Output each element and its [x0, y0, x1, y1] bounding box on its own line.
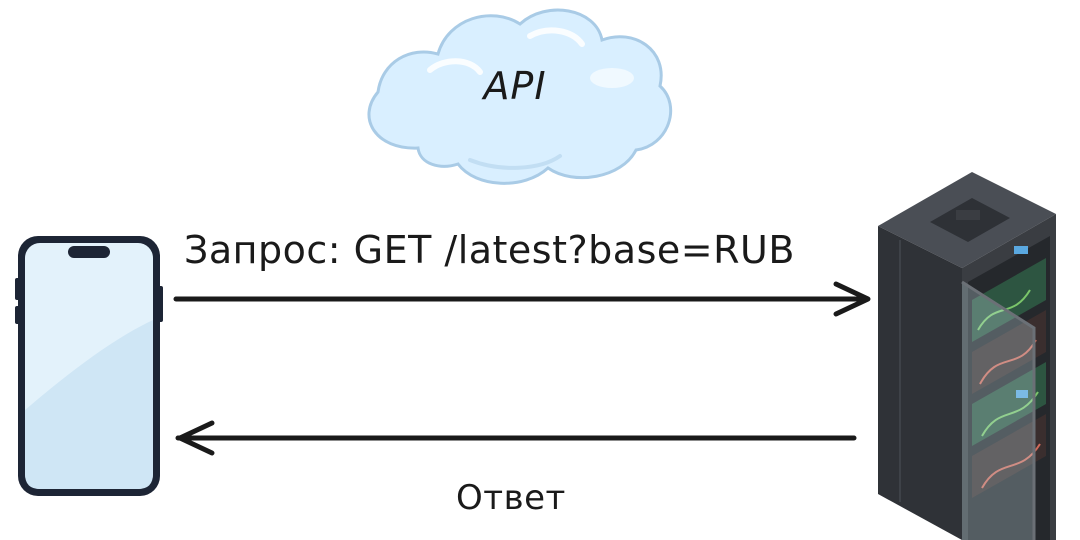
smartphone-icon [15, 236, 163, 496]
server-rack-icon [878, 172, 1056, 540]
response-arrow [175, 420, 857, 456]
request-arrow [173, 281, 871, 317]
request-label: Запрос: GET /latest?base=RUB [184, 228, 795, 272]
response-label: Ответ [456, 478, 566, 518]
cloud-icon [367, 8, 673, 185]
cloud-label: API [483, 64, 547, 108]
